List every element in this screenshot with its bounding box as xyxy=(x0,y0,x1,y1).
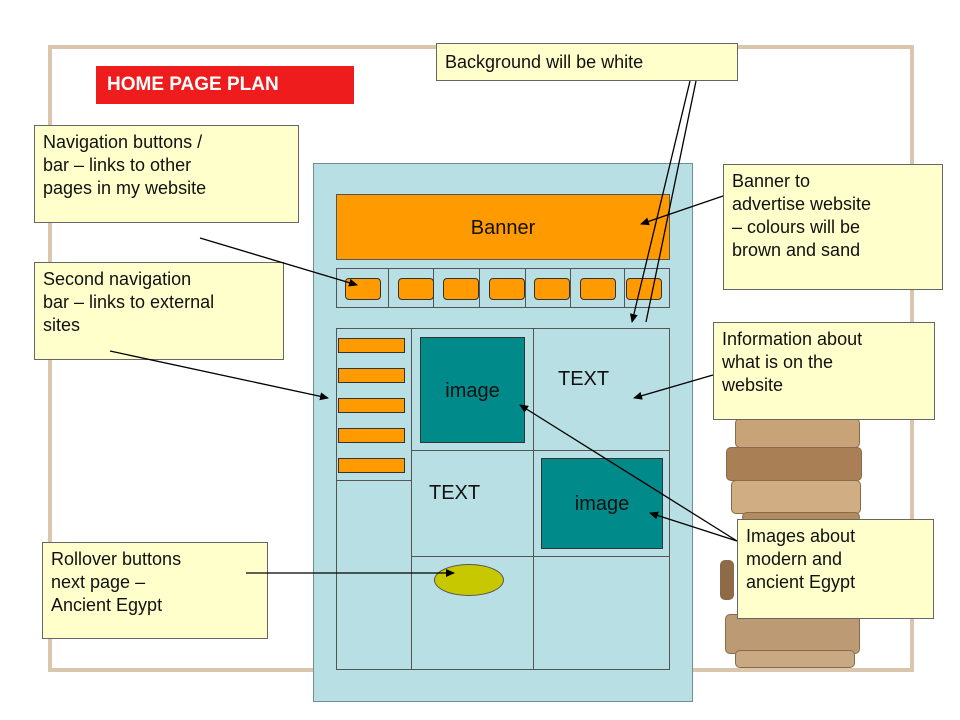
text-placeholder-bottom: TEXT xyxy=(429,482,481,504)
grid-line xyxy=(411,328,412,670)
nav-button xyxy=(580,278,616,300)
note-second-navigation: Second navigation bar – links to externa… xyxy=(34,262,284,360)
nav-divider xyxy=(479,268,480,308)
nav-button xyxy=(489,278,525,300)
grid-line xyxy=(411,556,670,557)
note-background: Background will be white xyxy=(436,43,738,81)
grid-line xyxy=(533,328,534,670)
nav-divider xyxy=(570,268,571,308)
arrow-information xyxy=(633,374,714,400)
side-nav-button xyxy=(338,398,405,413)
side-nav-button xyxy=(338,368,405,383)
note-rollover: Rollover buttons next page – Ancient Egy… xyxy=(42,542,268,639)
side-nav-button xyxy=(338,458,405,473)
arrow-images-top xyxy=(519,404,738,542)
note-images: Images about modern and ancient Egypt xyxy=(737,519,934,619)
note-banner: Banner to advertise website – colours wi… xyxy=(723,164,943,290)
image-placeholder-top: image xyxy=(420,337,525,443)
image-placeholder-bottom: image xyxy=(541,458,663,549)
arrow-images-bottom xyxy=(649,511,738,542)
grid-line xyxy=(336,480,412,481)
note-navigation: Navigation buttons / bar – links to othe… xyxy=(34,125,299,223)
nav-button xyxy=(626,278,662,300)
note-information: Information about what is on the website xyxy=(713,322,935,420)
home-page-plan-title: HOME PAGE PLAN xyxy=(96,66,354,104)
nav-divider xyxy=(624,268,625,308)
arrow-navigation xyxy=(199,237,358,287)
nav-divider xyxy=(525,268,526,308)
nav-button xyxy=(398,278,434,300)
banner-block: Banner xyxy=(336,194,670,260)
nav-divider xyxy=(388,268,389,308)
arrow-background-2 xyxy=(645,80,697,323)
text-placeholder-top: TEXT xyxy=(558,368,610,390)
nav-button xyxy=(443,278,479,300)
navigation-bar xyxy=(336,268,670,308)
side-nav-button xyxy=(338,428,405,443)
rollover-button-oval xyxy=(434,564,504,596)
side-nav-button xyxy=(338,338,405,353)
arrow-second-navigation xyxy=(109,350,329,401)
nav-button xyxy=(534,278,570,300)
arrow-background-1 xyxy=(629,80,691,323)
arrow-banner xyxy=(640,195,724,226)
grid-line xyxy=(411,450,670,451)
